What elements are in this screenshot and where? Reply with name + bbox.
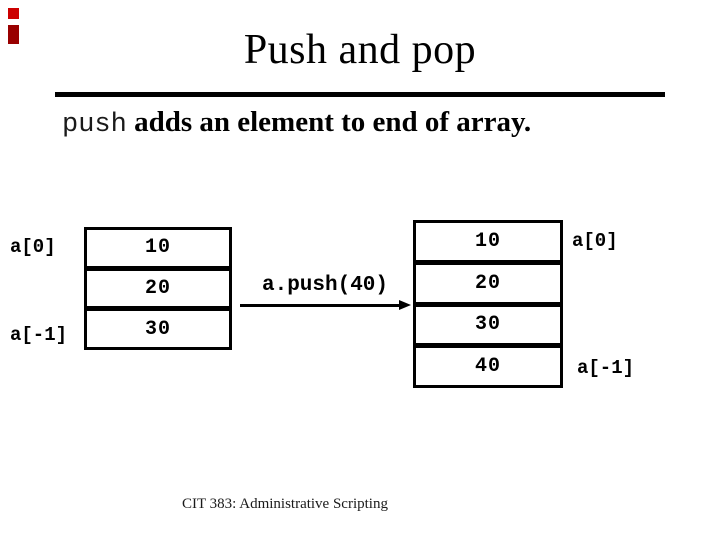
before-array-index-0-label: a[0] [10, 236, 56, 258]
after-array-cell: 40 [416, 343, 560, 385]
slide-title: Push and pop [243, 27, 477, 73]
push-arrow-line [240, 304, 402, 307]
template-accent-square [8, 8, 19, 19]
slide-footer: CIT 383: Administrative Scripting [182, 496, 388, 512]
push-arrow-head-icon [399, 300, 411, 310]
body-code-push: push [62, 110, 127, 140]
after-array-cell: 30 [416, 301, 560, 344]
after-array-box: 10 20 30 40 [413, 220, 563, 388]
after-array-index-0-label: a[0] [572, 230, 618, 252]
before-array-cell: 20 [87, 265, 229, 307]
body-sentence: push adds an element to end of array. [62, 106, 531, 140]
after-array-index-neg1-label: a[-1] [577, 357, 635, 379]
before-array-cell: 10 [144, 236, 171, 260]
before-array-index-neg1-label: a[-1] [10, 324, 68, 346]
after-array-cell: 20 [416, 259, 560, 302]
title-divider-rule [55, 92, 665, 97]
after-array-cell: 10 [474, 229, 501, 253]
template-accent-bar [8, 25, 19, 44]
push-operation-label: a.push(40) [261, 274, 389, 297]
before-array-cell: 30 [87, 306, 229, 347]
body-prose: adds an element to end of array. [126, 106, 532, 138]
before-array-box: 10 20 30 [84, 227, 232, 350]
